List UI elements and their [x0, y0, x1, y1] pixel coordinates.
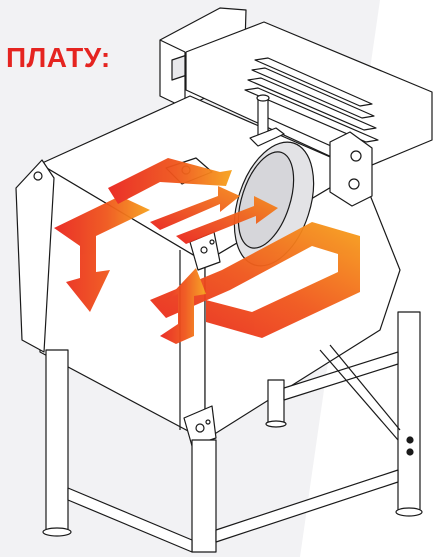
page-title: ПЛАТУ: [6, 44, 111, 72]
